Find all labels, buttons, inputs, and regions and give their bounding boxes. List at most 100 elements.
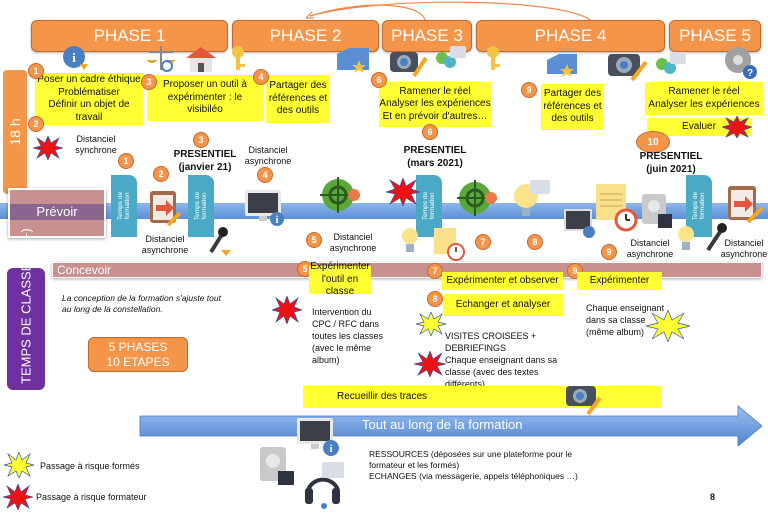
step-number: 7 [427, 263, 443, 279]
folder-star-icon [547, 54, 577, 77]
step-number: 5 [306, 232, 322, 248]
svg-text:i: i [329, 443, 332, 455]
text-line: classe (avec des textes [445, 367, 539, 377]
phase-5: PHASE 5 [669, 20, 761, 52]
step-number: 3 [141, 74, 157, 90]
box-line: Et en prévoir d'autres… [382, 110, 488, 122]
box-line: l'outil en classe [321, 273, 359, 298]
text-line: synchrone [75, 145, 117, 155]
folder-star-icon [337, 48, 369, 73]
step-1-2-box: Poser un cadre éthique Problématiser Déf… [35, 73, 143, 125]
phase-4: PHASE 4 [476, 20, 665, 52]
legend-formes-label: Passage à risque formés [40, 461, 140, 471]
concevoir-label: Concevoir [57, 263, 112, 277]
summary-box: 5 PHASES 10 ETAPES [88, 337, 188, 372]
page-number: 8 [710, 492, 716, 502]
monitor-info-icon [564, 209, 595, 238]
text-line: au long de la constellation. [62, 304, 163, 314]
risk-formateur-burst [722, 116, 752, 138]
presentiel-janvier: PRESENTIEL(janvier 21) [170, 148, 240, 174]
text-line: formateur et les formés) [369, 460, 460, 470]
text-line: formation [201, 192, 208, 220]
text-line: Distanciel [630, 238, 670, 248]
microphone-icon [706, 223, 727, 252]
step-number: 4 [257, 167, 273, 183]
text-line: (janvier 21) [178, 162, 232, 173]
text-line: asynchrone [720, 249, 768, 259]
text-line: Distanciel [76, 134, 116, 144]
temps-classe-label: TEMPS DE CLASSE (6h+) [18, 228, 34, 384]
camera-pencil-icon [608, 54, 648, 82]
box-line: expérimenter : le [167, 91, 243, 103]
gear-question-icon: ? [725, 47, 757, 79]
box-line: Analyser les expériences [379, 98, 491, 110]
box-line: Partager des [269, 80, 327, 92]
text-line: Distanciel [248, 145, 288, 155]
camera-pencil-icon [566, 386, 602, 416]
box-line: Evaluer [682, 120, 716, 132]
text-line: toutes les classes [312, 331, 384, 341]
text-line: ECHANGES (via messagerie, appels télépho… [369, 471, 578, 481]
box-line: références et [543, 100, 602, 112]
clipboard-icon [728, 186, 764, 224]
disk-save-icon [642, 194, 672, 228]
text-line: PRESENTIEL [639, 151, 703, 162]
hours-bar: 18 h [3, 70, 27, 194]
box-line: des outils [276, 105, 320, 117]
box-line: Analyser les expériences [648, 98, 760, 110]
step-number: 8 [527, 234, 543, 250]
step-number: 7 [475, 234, 491, 250]
step-number: 3 [193, 132, 209, 148]
legend-yellow-burst-icon [4, 452, 34, 478]
intervention-note: Intervention du CPC / RFC dans toutes le… [312, 306, 383, 366]
risk-formes-burst [416, 312, 446, 336]
notepad-clock-icon [434, 228, 465, 261]
text-line: 10 ETAPES [106, 354, 170, 369]
key-icon [232, 46, 245, 70]
house-icon [186, 47, 216, 72]
risk-formateur-burst [386, 178, 420, 206]
box-line: Définir un objet de [48, 99, 130, 110]
text-line: Chaque enseignant dans sa [445, 355, 558, 365]
step-number: 9 [601, 244, 617, 260]
target-location-icon [457, 180, 498, 220]
step-number: 2 [153, 166, 169, 182]
target-location-icon [320, 177, 361, 217]
presentiel-mars: PRESENTIEL(mars 2021) [400, 144, 470, 170]
svg-text:i: i [72, 50, 76, 65]
phase-loop-arrows [305, 1, 591, 21]
step-9-exp-box: Expérimenter [577, 272, 662, 290]
hours-label: 18 h [7, 118, 23, 146]
text-line: Chaque enseignant [586, 303, 665, 313]
headset-chat-icon [305, 462, 344, 509]
formation-arrow [139, 405, 763, 447]
prevoir-label: Prévoir [36, 204, 78, 219]
step-7-box: Expérimenter et observer [442, 272, 563, 290]
text-line: asynchrone [329, 243, 377, 253]
box-line: Expérimenter [589, 274, 650, 286]
arrow-label: Tout au long de la formation [362, 417, 523, 432]
idea-bubble-icon [514, 180, 550, 216]
phase-label: PHASE 4 [534, 26, 607, 45]
step-5-box: Expérimenter l'outil en classe [309, 261, 371, 297]
svg-text:i: i [276, 215, 279, 226]
text-line: Distanciel [724, 238, 764, 248]
step-10-box: Ramener le réel Analyser les expériences [645, 82, 763, 115]
text-line: RESSOURCES (déposées sur une plateforme … [369, 449, 573, 459]
text-line: PRESENTIEL [403, 145, 467, 156]
text-line: CPC / RFC dans [312, 319, 380, 329]
monitor-info-icon: i [297, 418, 339, 456]
text-line: album) [312, 355, 340, 365]
visites-note: VISITES CROISEES + DEBRIEFINGS Chaque en… [445, 330, 557, 390]
phase-label: PHASE 1 [93, 26, 166, 45]
box-line: Poser un cadre éthique [37, 74, 141, 85]
resources-note: RESSOURCES (déposées sur une plateforme … [369, 449, 578, 482]
text-line: Distanciel [333, 232, 373, 242]
risk-formateur-burst [33, 136, 63, 160]
